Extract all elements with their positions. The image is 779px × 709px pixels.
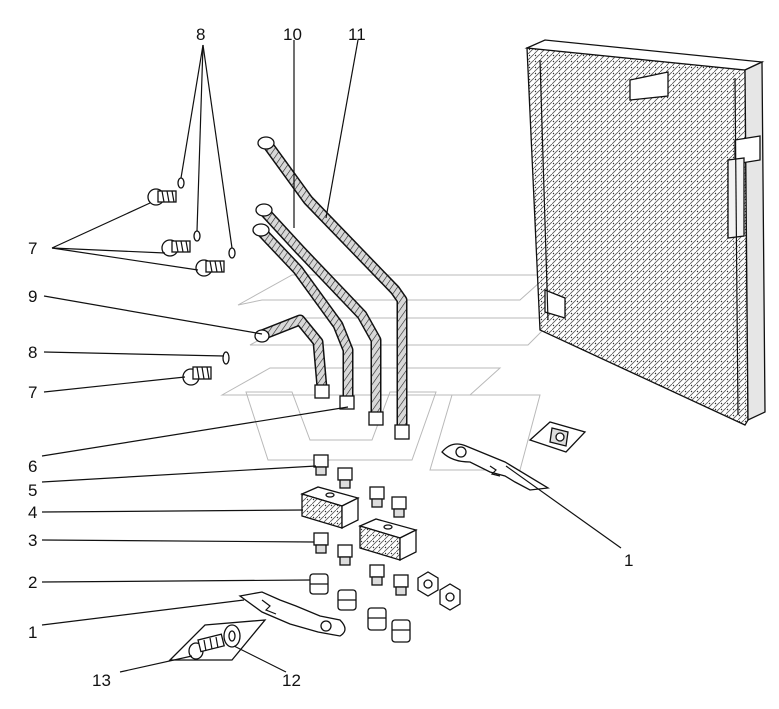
fittings — [300, 454, 461, 643]
bolt-washer-bottom — [168, 619, 267, 661]
fitting-icon — [393, 574, 409, 596]
fitting-icon — [369, 486, 385, 508]
bolts-top — [147, 177, 236, 277]
cap-icon — [337, 589, 357, 611]
nut-icon — [417, 571, 439, 597]
callout-8-top: 8 — [196, 25, 205, 44]
washer-icon — [193, 230, 201, 242]
callout-1-bottom: 1 — [28, 623, 37, 642]
fitting-icon — [337, 467, 353, 489]
callout-12: 12 — [282, 671, 301, 690]
oil-pipes — [252, 136, 410, 440]
block-icon — [358, 518, 418, 562]
washer-icon — [177, 177, 185, 189]
lock-plate-bottom — [238, 591, 346, 637]
nut-icon — [439, 583, 461, 611]
callout-8-mid: 8 — [28, 343, 37, 362]
callout-3: 3 — [28, 531, 37, 550]
callout-5: 5 — [28, 481, 37, 500]
block-icon — [300, 486, 360, 530]
callout-7-top: 7 — [28, 239, 37, 258]
leader-lines — [41, 39, 622, 673]
callout-1-right: 1 — [624, 551, 633, 570]
fitting-icon — [313, 532, 329, 554]
bolt-icon — [161, 239, 191, 257]
callout-11: 11 — [348, 25, 366, 44]
cap-icon — [309, 573, 329, 595]
bolt-mid — [182, 351, 230, 386]
washer-icon — [222, 351, 230, 365]
watermark-logo — [220, 274, 557, 471]
callout-6: 6 — [28, 457, 37, 476]
callout-9: 9 — [28, 287, 37, 306]
callout-labels: 8 10 11 7 9 8 7 6 5 4 3 2 1 1 13 12 — [28, 25, 633, 690]
callout-2: 2 — [28, 573, 37, 592]
radiator — [524, 39, 766, 426]
fitting-icon — [313, 454, 329, 476]
callout-13: 13 — [92, 671, 111, 690]
callout-4: 4 — [28, 503, 37, 522]
cap-icon — [391, 619, 411, 643]
fitting-icon — [391, 496, 407, 518]
lock-plate-right — [441, 443, 550, 491]
bolt-icon — [147, 188, 177, 206]
bolt-icon — [195, 259, 225, 277]
fitting-icon — [337, 544, 353, 566]
callout-10: 10 — [283, 25, 302, 44]
lock-detail — [528, 421, 587, 453]
callout-7-mid: 7 — [28, 383, 37, 402]
washer-icon — [228, 247, 236, 259]
fitting-icon — [369, 564, 385, 586]
cap-icon — [367, 607, 387, 631]
